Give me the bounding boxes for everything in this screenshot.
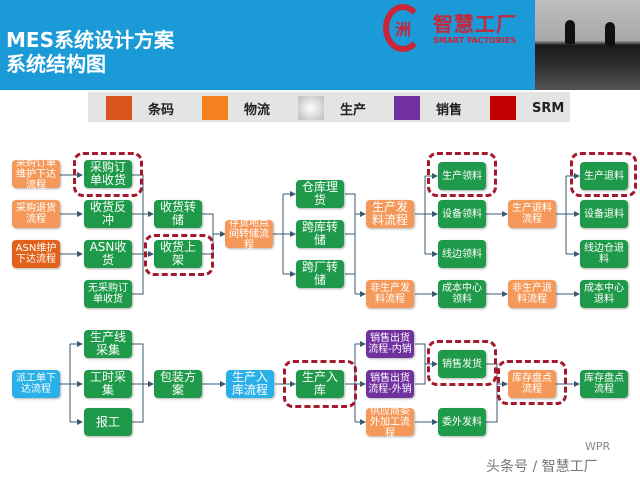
node-equipment-picking[interactable]: 设备领料	[438, 200, 486, 228]
logo-text-en: SMART FACTORIES	[433, 36, 517, 45]
node-subcontract-process[interactable]: 供应商委外加工流程	[366, 406, 414, 439]
node-lineside-picking[interactable]: 线边领料	[438, 240, 486, 268]
slide-title: MES系统设计方案 系统结构图	[6, 28, 174, 76]
logo-mark-icon: 洲	[383, 4, 423, 52]
srm-highlight	[497, 360, 567, 405]
node-production-picking[interactable]: 生产领料	[438, 162, 486, 190]
node-warehouse-sorting[interactable]: 仓库理货	[296, 180, 344, 208]
node-po-receipt[interactable]: 采购订单收货	[84, 160, 132, 188]
smart-factories-logo: 洲 智慧工厂 SMART FACTORIES	[383, 4, 533, 58]
node-cross-plant-transfer[interactable]: 跨厂转储	[296, 260, 344, 288]
node-nonproduction-return-process[interactable]: 非生产退料流程	[508, 280, 556, 308]
legend-item: 条码	[106, 96, 174, 120]
node-asn-process[interactable]: ASN维护下达流程	[12, 240, 60, 268]
node-work-report[interactable]: 报工	[84, 408, 132, 436]
node-export-sales-shipping[interactable]: 销售出货流程-外销	[366, 370, 414, 398]
legend-item: SRM	[490, 96, 564, 120]
node-subcontract-issue[interactable]: 委外发料	[438, 408, 486, 436]
node-non-po-receipt[interactable]: 无采购订单收货	[84, 280, 132, 308]
node-line-collection[interactable]: 生产线采集	[84, 330, 132, 358]
logo-text-cn: 智慧工厂	[433, 12, 517, 36]
node-packaging-plan[interactable]: 包装方案	[154, 370, 202, 398]
node-cross-warehouse-transfer[interactable]: 跨库转储	[296, 220, 344, 248]
node-equipment-return[interactable]: 设备退料	[580, 200, 628, 228]
node-domestic-sales-shipping[interactable]: 销售出货流程-内销	[366, 330, 414, 358]
title-line-2: 系统结构图	[6, 52, 106, 76]
rowing-photo	[535, 0, 640, 90]
legend-item: 生产	[298, 96, 366, 120]
node-location-transfer-process[interactable]: 存货地点间转储流程	[225, 218, 273, 251]
title-line-1: MES系统设计方案	[6, 28, 174, 52]
node-costcenter-picking[interactable]: 成本中心领料	[438, 280, 486, 308]
node-sales-delivery[interactable]: 销售发货	[438, 350, 486, 378]
srm-highlight	[570, 152, 637, 197]
srm-highlight	[144, 234, 214, 276]
watermark: 头条号 / 智慧工厂	[486, 459, 598, 475]
node-receipt-reversal[interactable]: 收货反冲	[84, 200, 132, 228]
legend-item: 销售	[394, 96, 462, 120]
node-dispatch-process[interactable]: 派工单下达流程	[12, 370, 60, 398]
node-production-inbound-process[interactable]: 生产入库流程	[226, 370, 274, 398]
srm-highlight	[283, 360, 357, 408]
node-receipt-transfer[interactable]: 收货转储	[154, 200, 202, 228]
header-banner: MES系统设计方案 系统结构图 洲 智慧工厂 SMART FACTORIES	[0, 0, 640, 90]
node-putaway[interactable]: 收货上架	[154, 240, 202, 268]
legend: 条码 物流 生产 销售 SRM	[88, 92, 570, 122]
node-costcenter-return[interactable]: 成本中心退料	[580, 280, 628, 308]
node-production-inbound[interactable]: 生产入库	[296, 370, 344, 398]
node-nonproduction-issue-process[interactable]: 非生产发料流程	[366, 280, 414, 308]
node-purchase-order-process[interactable]: 采购订单维护下达流程	[12, 158, 60, 191]
srm-highlight	[73, 152, 143, 197]
node-lineside-return[interactable]: 线边仓退料	[580, 240, 628, 268]
node-asn-receipt[interactable]: ASN收货	[84, 240, 132, 268]
srm-highlight	[427, 340, 497, 386]
legend-item: 物流	[202, 96, 270, 120]
node-production-return[interactable]: 生产退料	[580, 162, 628, 190]
node-inventory-count-process[interactable]: 库存盘点流程	[508, 370, 556, 398]
node-inventory-count[interactable]: 库存盘点流程	[580, 370, 628, 398]
srm-highlight	[427, 152, 497, 197]
node-purchase-return-process[interactable]: 采购退货流程	[12, 200, 60, 228]
node-hours-collection[interactable]: 工时采集	[84, 370, 132, 398]
watermark-tag: WPR	[585, 440, 611, 453]
node-production-issue-process[interactable]: 生产发料流程	[366, 200, 414, 228]
node-production-return-process[interactable]: 生产退料流程	[508, 200, 556, 228]
